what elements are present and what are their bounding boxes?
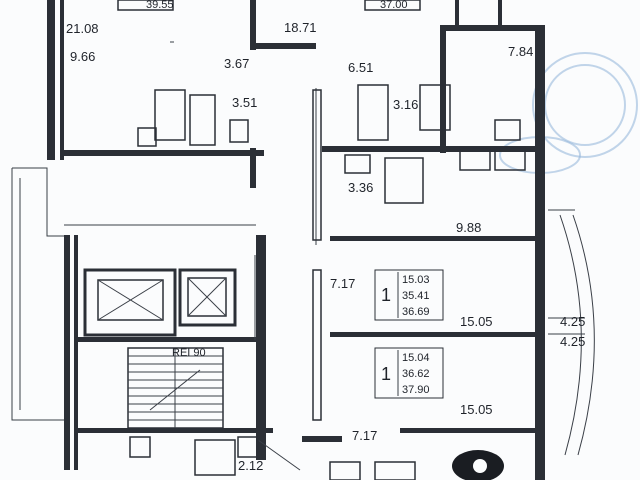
- apartment-total-area: 35.41: [402, 290, 430, 302]
- walls: [47, 0, 545, 480]
- top-mid-partial: 37.00: [380, 0, 408, 11]
- room-area-label: 7.84: [508, 44, 533, 59]
- room-area-label: 7.17: [352, 428, 377, 443]
- elevator-right: [178, 268, 237, 327]
- stairs: [127, 347, 224, 429]
- apartment-gross-area: 37.90: [402, 384, 430, 396]
- apartment-number: 1: [381, 285, 391, 305]
- room-area-label: 21.08: [66, 21, 99, 36]
- room-area-label: 4.25: [560, 334, 585, 349]
- room-area-label: 6.51: [348, 60, 373, 75]
- apartment-living-area: 15.03: [402, 274, 430, 286]
- elevator-left: [83, 268, 177, 337]
- apartment-number: 1: [381, 364, 391, 384]
- top-left-box: [117, 0, 174, 11]
- room-area-label: 3.51: [232, 95, 257, 110]
- room-area-label: 4.25: [560, 314, 585, 329]
- bathroom-fixtures-bottom: [129, 436, 416, 480]
- room-area-label: 3.67: [224, 56, 249, 71]
- stamp-seal: [499, 52, 638, 174]
- apartment-box-1: [374, 269, 444, 321]
- top-mid-box: [364, 0, 421, 11]
- room-area-label: 3.16: [393, 97, 418, 112]
- bathroom-fixtures-mid: [344, 84, 526, 204]
- top-left-partial: 39.55: [146, 0, 174, 11]
- room-area-label: 2.12: [238, 458, 263, 473]
- room-area-label: 18.71: [284, 20, 317, 35]
- room-area-label: 9.66: [70, 49, 95, 64]
- room-area-label: 15.05: [460, 402, 493, 417]
- room-area-label: 3.36: [348, 180, 373, 195]
- apartment-total-area: 36.62: [402, 368, 430, 380]
- apartment-living-area: 15.04: [402, 352, 430, 364]
- apartment-gross-area: 36.69: [402, 306, 430, 318]
- room-area-label: 15.05: [460, 314, 493, 329]
- room-area-label: 7.17: [330, 276, 355, 291]
- room-area-label: 9.88: [456, 220, 481, 235]
- apartment-box-2: [374, 347, 444, 399]
- fire-rating-label: REI 90: [172, 347, 206, 359]
- bathroom-fixtures-left: [137, 89, 249, 147]
- thin-lines: [11, 41, 595, 471]
